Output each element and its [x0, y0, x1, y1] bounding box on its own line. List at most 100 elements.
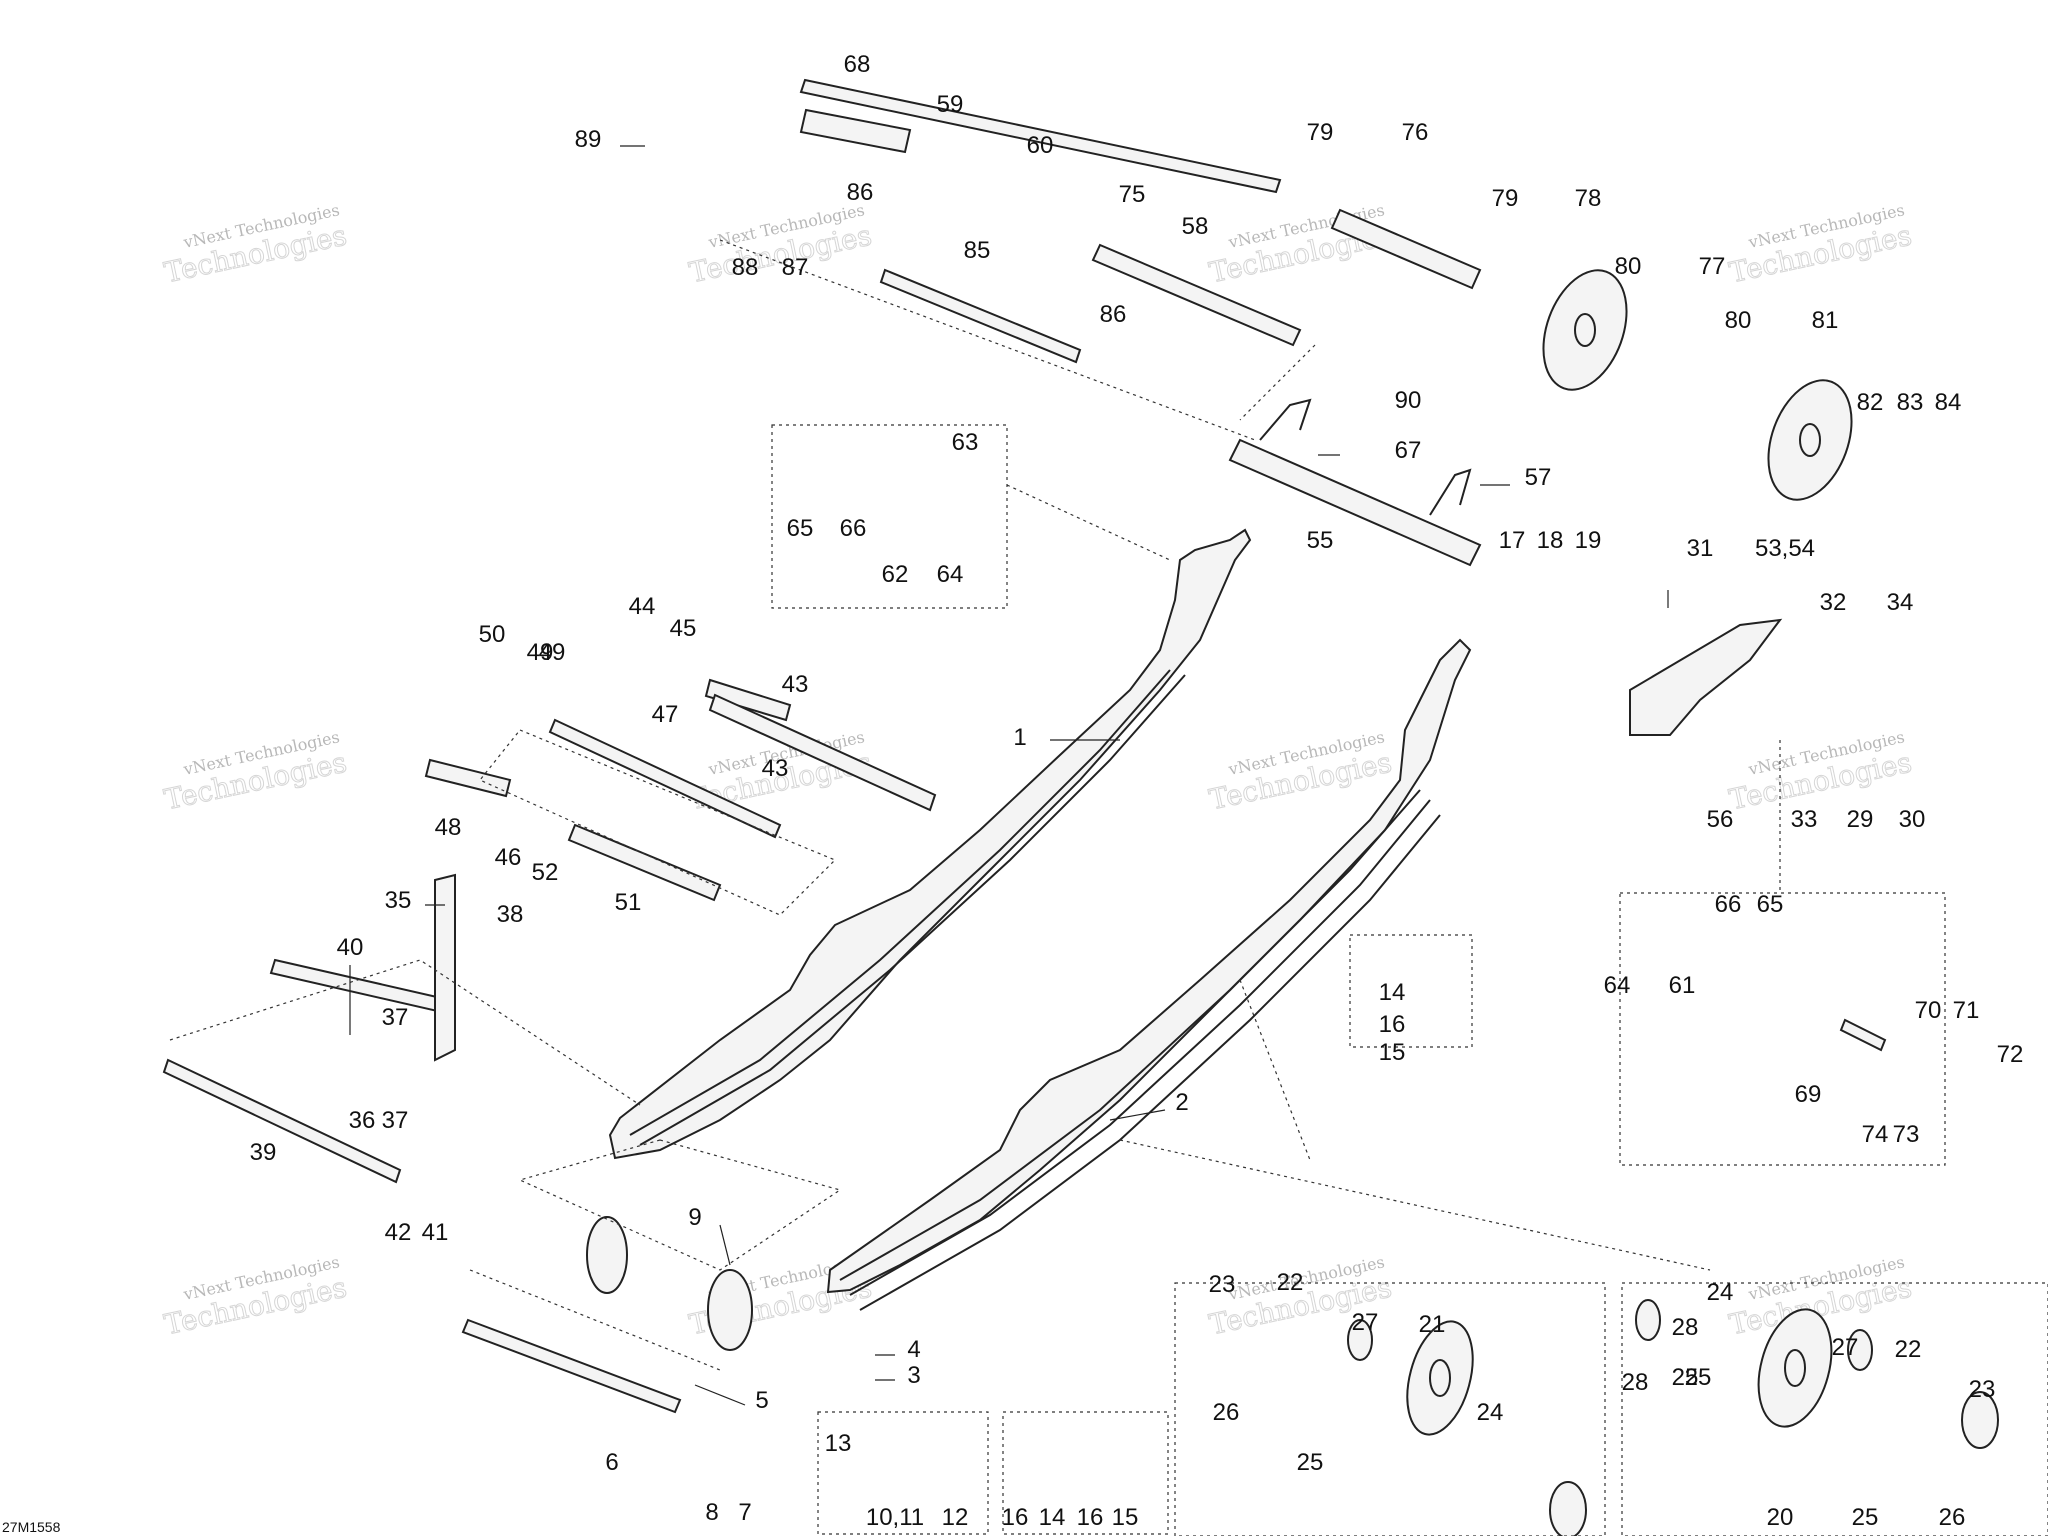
- callout-19: 19: [1575, 527, 1602, 554]
- leaders: [349, 145, 1669, 1406]
- callout-7: 7: [738, 1499, 751, 1526]
- callout-23: 23: [1969, 1376, 1996, 1403]
- callout-38: 38: [497, 901, 524, 928]
- callout-85: 85: [964, 237, 991, 264]
- callout-35: 35: [385, 887, 412, 914]
- callout-17: 17: [1499, 527, 1526, 554]
- callout-77: 77: [1699, 253, 1726, 280]
- callout-36: 36: [349, 1107, 376, 1134]
- callout-66: 66: [840, 515, 867, 542]
- callout-73: 73: [1893, 1121, 1920, 1148]
- callout-15: 15: [1379, 1039, 1406, 1066]
- callout-16: 16: [1002, 1504, 1029, 1531]
- callout-84: 84: [1935, 389, 1962, 416]
- callout-42: 42: [385, 1219, 412, 1246]
- callout-10-11: 10,11: [866, 1504, 924, 1531]
- callout-58: 58: [1182, 213, 1209, 240]
- callout-22: 22: [1895, 1336, 1922, 1363]
- callout-24: 24: [1477, 1399, 1504, 1426]
- rail-1-drawing: [608, 528, 1252, 1160]
- callout-9: 9: [688, 1204, 701, 1231]
- callout-65: 65: [1757, 891, 1784, 918]
- callout-71: 71: [1953, 997, 1980, 1024]
- callout-1: 1: [1013, 724, 1026, 751]
- callout-37: 37: [382, 1004, 409, 1031]
- arm-35-drawing: [434, 873, 456, 1062]
- callout-25: 25: [1297, 1449, 1324, 1476]
- callout-25: 25: [1672, 1364, 1699, 1391]
- callout-27: 27: [1832, 1334, 1859, 1361]
- callout-16: 16: [1379, 1011, 1406, 1038]
- callout-5: 5: [755, 1387, 768, 1414]
- callout-45: 45: [670, 615, 697, 642]
- callout-64: 64: [1604, 972, 1631, 999]
- callout-55: 55: [1307, 527, 1334, 554]
- callout-60: 60: [1027, 132, 1054, 159]
- callout-30: 30: [1899, 806, 1926, 833]
- callout-31: 31: [1687, 535, 1714, 562]
- callout-41: 41: [422, 1219, 449, 1246]
- callout-50: 50: [479, 621, 506, 648]
- callout-88: 88: [732, 254, 759, 281]
- callout-52: 52: [532, 859, 559, 886]
- callout-82: 82: [1857, 389, 1884, 416]
- callout-80: 80: [1725, 307, 1752, 334]
- callout-90: 90: [1395, 387, 1422, 414]
- callout-62: 62: [882, 561, 909, 588]
- group-boxes: [771, 424, 2048, 1536]
- callout-46: 46: [495, 844, 522, 871]
- callout-53-54: 53,54: [1755, 535, 1815, 562]
- callout-86: 86: [1100, 301, 1127, 328]
- callout-66: 66: [1715, 891, 1742, 918]
- callout-4: 4: [907, 1336, 920, 1363]
- callout-3: 3: [907, 1362, 920, 1389]
- callout-47: 47: [652, 701, 679, 728]
- rail-2-drawing: [826, 638, 1472, 1311]
- callout-14: 14: [1379, 979, 1406, 1006]
- callout-79: 79: [1492, 185, 1519, 212]
- callout-22: 22: [1277, 1269, 1304, 1296]
- callout-64: 64: [937, 561, 964, 588]
- callout-76: 76: [1402, 119, 1429, 146]
- axle-55-drawing: [1228, 398, 1482, 567]
- callout-65: 65: [787, 515, 814, 542]
- callout-34: 34: [1887, 589, 1914, 616]
- callout-2: 2: [1175, 1089, 1188, 1116]
- callout-39: 39: [250, 1139, 277, 1166]
- callout-57: 57: [1525, 464, 1552, 491]
- wheels: [586, 269, 1999, 1536]
- callout-28: 28: [1622, 1369, 1649, 1396]
- callout-15: 15: [1112, 1504, 1139, 1531]
- callout-32: 32: [1820, 589, 1847, 616]
- callout-13: 13: [825, 1430, 852, 1457]
- callout-27: 27: [1352, 1309, 1379, 1336]
- callout-14: 14: [1039, 1504, 1066, 1531]
- callout-68: 68: [844, 51, 871, 78]
- callout-40: 40: [337, 934, 364, 961]
- callout-78: 78: [1575, 185, 1602, 212]
- bracket-53-drawing: [1629, 618, 1783, 736]
- callout-26: 26: [1213, 1399, 1240, 1426]
- callout-44: 44: [629, 593, 656, 620]
- callout-20: 20: [1767, 1504, 1794, 1531]
- callout-81: 81: [1812, 307, 1839, 334]
- callout-79: 79: [1307, 119, 1334, 146]
- callout-70: 70: [1915, 997, 1942, 1024]
- callout-56: 56: [1707, 806, 1734, 833]
- shafts: [162, 78, 1887, 1414]
- callout-80: 80: [1615, 253, 1642, 280]
- callout-75: 75: [1119, 181, 1146, 208]
- callout-43: 43: [782, 671, 809, 698]
- diagram-code: 27M1558: [2, 1519, 61, 1535]
- callout-16: 16: [1077, 1504, 1104, 1531]
- callout-83: 83: [1897, 389, 1924, 416]
- callout-18: 18: [1537, 527, 1564, 554]
- callout-48: 48: [435, 814, 462, 841]
